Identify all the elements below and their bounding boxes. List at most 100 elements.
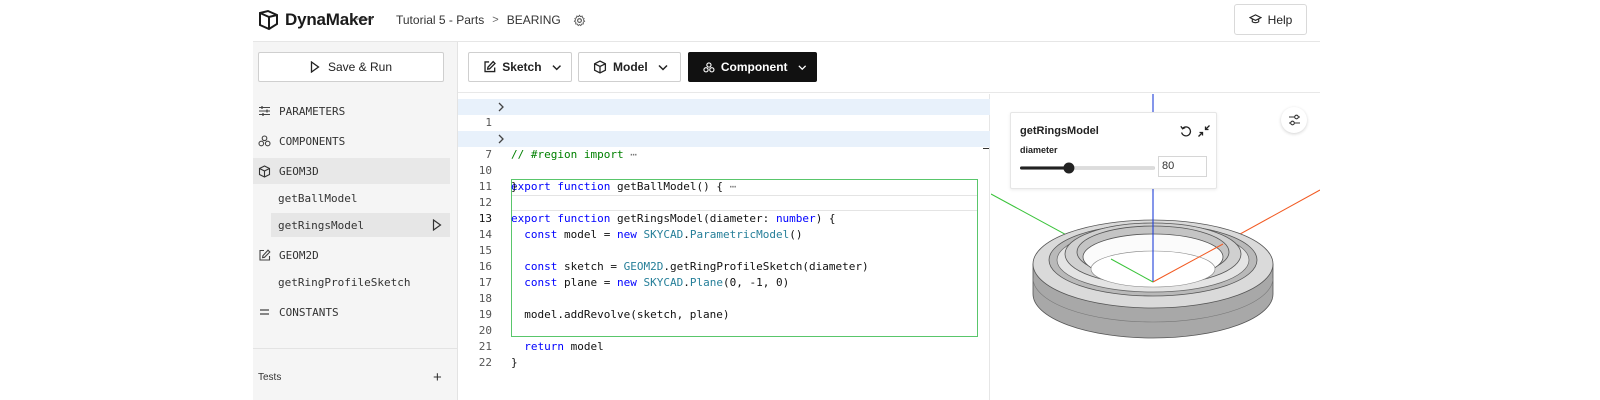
chevron-down-icon (552, 64, 561, 70)
slider-fill (1020, 166, 1069, 170)
diameter-slider[interactable] (1019, 161, 1156, 174)
code-line[interactable]: 16 const plane = new SKYCAD.Plane(0, -1,… (458, 243, 990, 289)
fold-ellipsis[interactable]: ⋯ (630, 148, 637, 161)
line-number: 1 (485, 116, 492, 129)
sketch-dropdown[interactable]: Sketch (468, 52, 572, 82)
line-number: 20 (478, 324, 492, 337)
view-settings-button[interactable] (1281, 107, 1307, 133)
chevron-down-icon (797, 64, 806, 70)
gear-icon[interactable] (573, 13, 586, 27)
sidebar-item-label: GEOM3D (279, 164, 319, 178)
diameter-label: diameter (1020, 145, 1058, 155)
sidebar-item-label: COMPONENTS (279, 134, 346, 148)
settings-sliders-icon (1288, 114, 1300, 126)
code-line[interactable]: 11 (458, 163, 990, 193)
graduation-cap-icon (1248, 14, 1262, 24)
scroll-marker (983, 148, 989, 149)
line-number: 15 (478, 244, 492, 257)
function-item-getballmodel[interactable]: getBallModel (271, 186, 450, 210)
code-text: export function getBallModel() { ⋯ (511, 180, 737, 193)
function-item-getringsmodel[interactable]: getRingsModel (271, 213, 450, 237)
code-editor[interactable]: 1 // #region import ⋯ 6 7 export functio… (458, 94, 990, 400)
code-line[interactable]: 19 (458, 291, 990, 321)
save-and-run-button[interactable]: Save & Run (258, 52, 444, 82)
component-dropdown[interactable]: Component (688, 52, 817, 82)
sidebar-item-parameters[interactable]: PARAMETERS (253, 98, 450, 124)
fold-ellipsis[interactable]: ⋯ (729, 180, 737, 193)
tests-section: Tests + (253, 348, 457, 400)
collapse-icon[interactable] (1197, 124, 1211, 138)
code-text: const model = new SKYCAD.ParametricModel… (524, 228, 803, 241)
play-icon (310, 61, 320, 73)
code-text: const plane = new SKYCAD.Plane(0, -1, 0) (524, 276, 790, 289)
sidebar-item-constants[interactable]: CONSTANTS (253, 299, 450, 325)
model-dropdown[interactable]: Model (578, 52, 681, 82)
code-line[interactable]: 10 } (458, 147, 990, 193)
sidebar-item-geom3d[interactable]: GEOM3D (253, 158, 450, 184)
line-number: 22 (478, 356, 492, 369)
sidebar-item-components[interactable]: COMPONENTS (253, 128, 450, 154)
line-number: 13 (478, 212, 492, 225)
code-line[interactable]: 18 model.addRevolve(sketch, plane) (458, 275, 990, 321)
dynamaker-logo-icon (259, 9, 278, 31)
sliders-icon (259, 106, 270, 116)
code-line[interactable]: 1 // #region import ⋯ (458, 99, 990, 161)
breadcrumb-component[interactable]: BEARING (506, 13, 561, 27)
code-text: model.addRevolve(sketch, plane) (511, 308, 730, 321)
breadcrumb: Tutorial 5 - Parts > BEARING (396, 13, 586, 27)
sidebar-item-geom2d[interactable]: GEOM2D (253, 242, 450, 268)
breadcrumb-project[interactable]: Tutorial 5 - Parts (396, 13, 485, 27)
code-comment: // #region import (511, 148, 624, 161)
save-and-run-label: Save & Run (327, 60, 393, 74)
3d-viewer[interactable]: getRingsModel diameter 80 (991, 94, 1320, 400)
parameter-panel: getRingsModel diameter 80 (1010, 112, 1217, 189)
current-line-highlight (512, 195, 977, 211)
sketch-label: Sketch (502, 60, 542, 74)
bearing-3d-model (991, 94, 1320, 339)
line-number: 11 (478, 180, 492, 193)
edit-icon (484, 60, 496, 73)
code-text: return model (524, 340, 604, 353)
model-label: Model (613, 60, 648, 74)
run-function-icon[interactable] (432, 218, 442, 234)
code-text: } (511, 356, 518, 369)
breadcrumb-separator: > (492, 14, 499, 26)
help-label: Help (1267, 12, 1293, 27)
reset-icon[interactable] (1179, 124, 1193, 138)
components-icon (258, 135, 271, 147)
line-number: 21 (478, 340, 492, 353)
code-text: // #region import ⋯ (511, 147, 637, 163)
slider-thumb[interactable] (1063, 162, 1075, 174)
code-line[interactable]: 6 (458, 115, 990, 145)
sidebar-item-label: GEOM2D (279, 248, 319, 262)
cube-icon (258, 164, 271, 178)
code-line[interactable]: 12 export function getRingsModel(diamete… (458, 179, 990, 225)
chevron-down-icon (658, 64, 668, 71)
line-number: 17 (478, 276, 492, 289)
code-line[interactable]: 17 (458, 259, 990, 289)
help-button[interactable]: Help (1234, 4, 1307, 35)
logo[interactable]: DynaMaker (257, 9, 374, 31)
diameter-input[interactable]: 80 (1158, 156, 1207, 177)
code-line[interactable]: 13 const model = new SKYCAD.ParametricMo… (458, 195, 990, 241)
add-test-button[interactable]: + (433, 369, 442, 386)
fold-chevron-icon[interactable] (497, 131, 505, 152)
edit-icon (259, 248, 271, 261)
code-text: const sketch = GEOM2D.getRingProfileSket… (524, 260, 869, 273)
code-line[interactable]: 22 (458, 339, 990, 369)
code-line[interactable]: 7 export function getBallModel() { ⋯ (458, 131, 990, 193)
sidebar: Save & Run PARAMETERS COMPONENTS GEOM3D … (253, 42, 458, 400)
function-label: getRingsModel (278, 218, 365, 232)
component-label: Component (720, 60, 788, 74)
function-item-getringprofilesketch[interactable]: getRingProfileSketch (271, 270, 450, 294)
tests-label: Tests (258, 372, 282, 383)
line-number: 10 (478, 164, 492, 177)
code-line[interactable]: 21 } (458, 323, 990, 369)
code-line[interactable]: 14 (458, 211, 990, 241)
top-header: DynaMaker by SkyMaker Tutorial 5 - Parts… (253, 0, 1320, 42)
code-line[interactable]: 15 const sketch = GEOM2D.getRingProfileS… (458, 227, 990, 273)
line-number: 18 (478, 292, 492, 305)
line-number: 7 (485, 148, 492, 161)
fold-chevron-icon[interactable] (497, 99, 505, 120)
code-line[interactable]: 20 return model (458, 307, 990, 353)
